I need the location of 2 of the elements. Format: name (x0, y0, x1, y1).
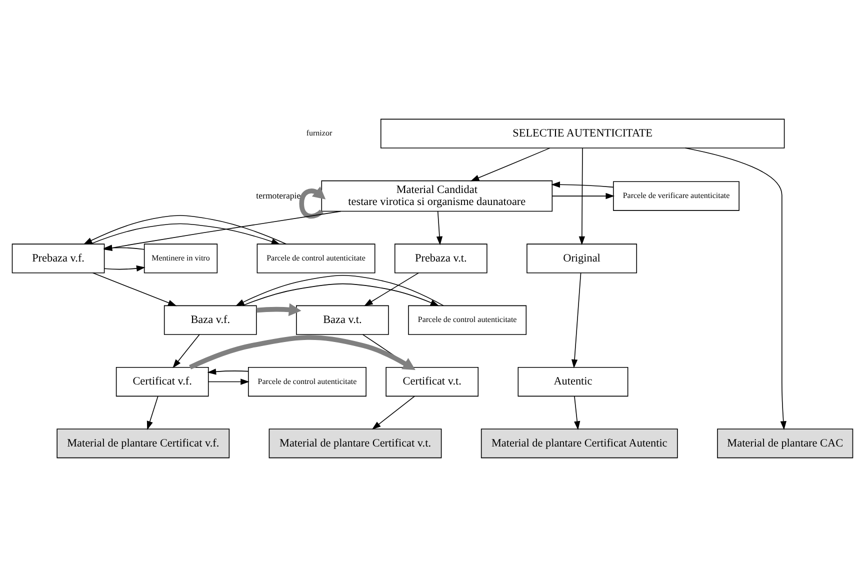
label: furnizor (306, 128, 332, 138)
edge-label: termoterapie (256, 190, 301, 200)
